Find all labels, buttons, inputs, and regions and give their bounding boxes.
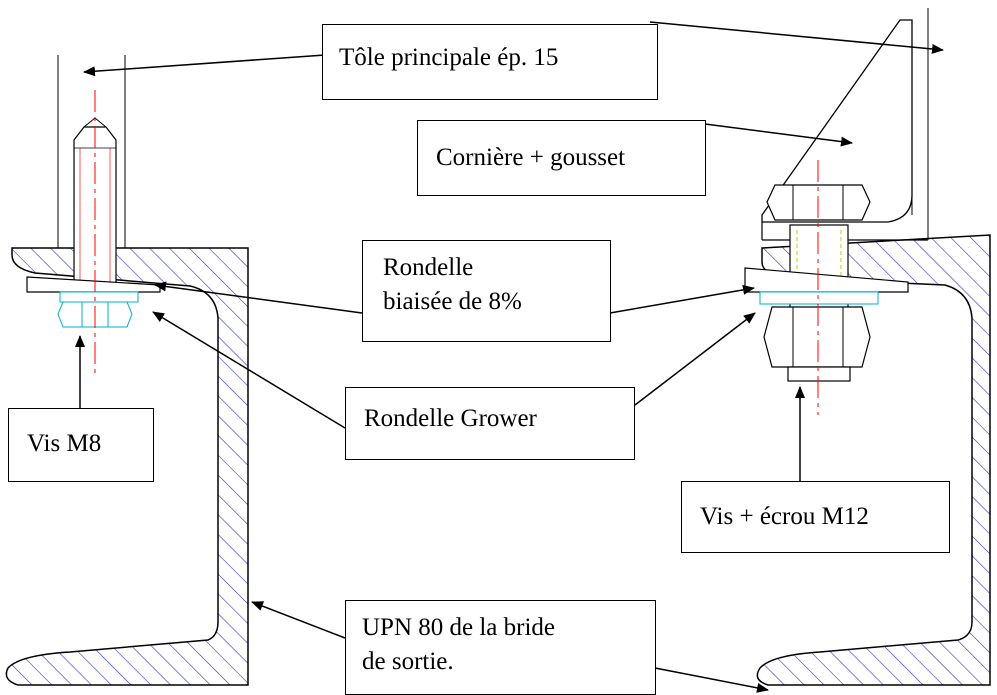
label-rondelle-biaisee-line2: biaisée de 8% xyxy=(383,288,522,315)
arrow-corniere xyxy=(704,123,853,147)
arrow-upn-left xyxy=(251,601,346,639)
arrow-grower-left xyxy=(152,311,346,429)
label-vis-ecrou-m12: Vis + écrou M12 xyxy=(681,481,950,553)
hex-head-m12 xyxy=(763,306,871,382)
label-upn-80-line2: de sortie. xyxy=(362,648,454,675)
beveled-washer-left xyxy=(26,276,161,293)
label-corniere-gousset-text: Cornière + gousset xyxy=(436,144,626,171)
label-rondelle-grower: Rondelle Grower xyxy=(345,387,635,460)
label-vis-m8: Vis M8 xyxy=(8,408,154,482)
label-upn-80-line1: UPN 80 de la bride xyxy=(362,614,556,641)
grower-washer-right xyxy=(759,291,879,305)
arrow-tole-right xyxy=(649,21,944,54)
label-tole-principale: Tôle principale ép. 15 xyxy=(322,24,658,100)
upn-profile-left xyxy=(5,247,249,686)
beveled-washer-right xyxy=(744,267,909,293)
label-vis-m8-text: Vis M8 xyxy=(27,430,102,457)
label-vis-ecrou-m12-text: Vis + écrou M12 xyxy=(700,503,869,530)
grower-washer-left xyxy=(59,291,139,303)
label-rondelle-biaisee: Rondelle biaisée de 8% xyxy=(362,240,611,342)
arrow-tole-left xyxy=(83,54,326,77)
label-rondelle-grower-text: Rondelle Grower xyxy=(364,405,537,432)
label-rondelle-biaisee-line1: Rondelle xyxy=(383,254,474,281)
label-upn-80: UPN 80 de la bride de sortie. xyxy=(345,600,656,695)
label-corniere-gousset: Cornière + gousset xyxy=(417,120,706,196)
arrow-grower-right xyxy=(634,312,756,406)
label-tole-principale-text: Tôle principale ép. 15 xyxy=(339,44,559,71)
leader-lines xyxy=(75,21,944,693)
arrow-rondelle-biaisee-right xyxy=(609,284,755,314)
angle-gusset xyxy=(761,19,913,223)
arrow-rondelle-biaisee-left xyxy=(154,281,363,314)
arrow-upn-right xyxy=(654,667,769,693)
